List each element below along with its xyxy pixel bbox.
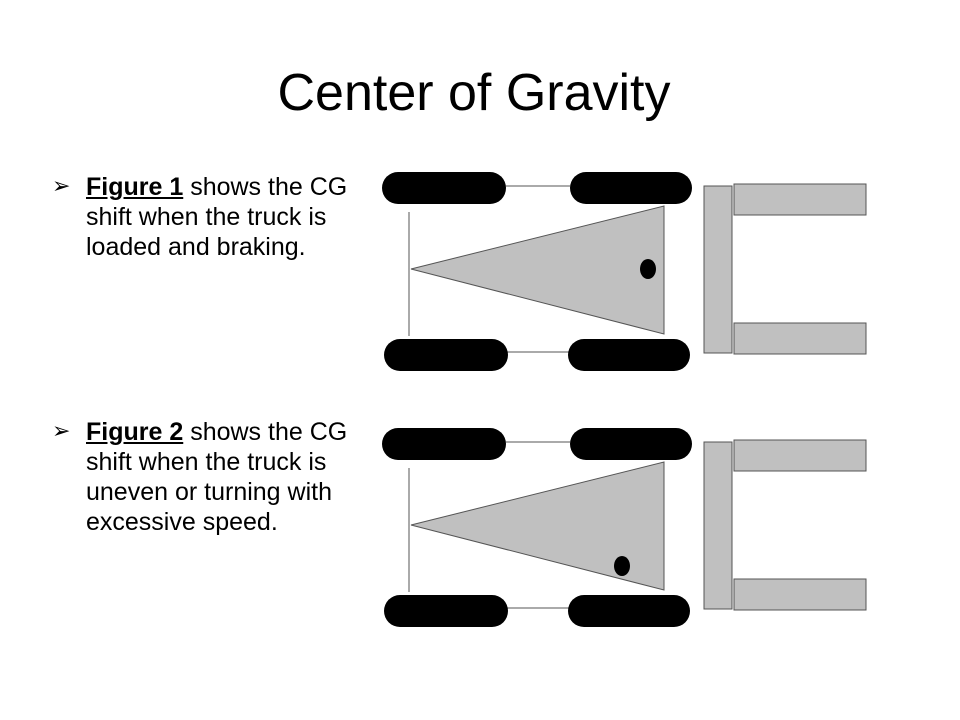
wheel-front-left <box>570 172 692 204</box>
bullet-2-description: shows the CG shift when the truck is une… <box>86 418 348 536</box>
figure-1-diagram <box>382 172 867 371</box>
stability-triangle <box>410 205 665 335</box>
bullet-text: Figure 1 shows the CG shift when the tru… <box>86 172 352 262</box>
bullet-figure-2: ➢ Figure 2 shows the CG shift when the t… <box>52 417 352 537</box>
mast <box>703 185 733 354</box>
wheel-rear-left <box>382 428 506 460</box>
fork-top <box>733 439 867 472</box>
figure-1-reference: Figure 1 <box>86 173 184 201</box>
arrowhead-bullet-icon: ➢ <box>52 174 71 199</box>
slide-title: Center of Gravity <box>277 64 671 122</box>
arrowhead-bullet-icon: ➢ <box>52 419 71 444</box>
bullet-figure-1: ➢ Figure 1 shows the CG shift when the t… <box>52 172 352 262</box>
wheel-front-right <box>568 595 690 627</box>
mast <box>703 441 733 610</box>
wheel-front-right <box>568 339 690 371</box>
fork-bottom <box>733 578 867 611</box>
bullet-1-description: shows the CG shift when the truck is loa… <box>86 173 348 261</box>
wheel-rear-right <box>384 595 508 627</box>
figure-2-diagram <box>382 428 867 627</box>
wheel-rear-left <box>382 172 506 204</box>
figure-2-reference: Figure 2 <box>86 418 184 446</box>
bullet-text: Figure 2 shows the CG shift when the tru… <box>86 417 352 537</box>
wheel-rear-right <box>384 339 508 371</box>
fork-top <box>733 183 867 216</box>
wheel-front-left <box>570 428 692 460</box>
center-of-gravity-dot <box>614 556 630 576</box>
stability-triangle <box>410 461 665 591</box>
center-of-gravity-dot <box>640 259 656 279</box>
fork-bottom <box>733 322 867 355</box>
